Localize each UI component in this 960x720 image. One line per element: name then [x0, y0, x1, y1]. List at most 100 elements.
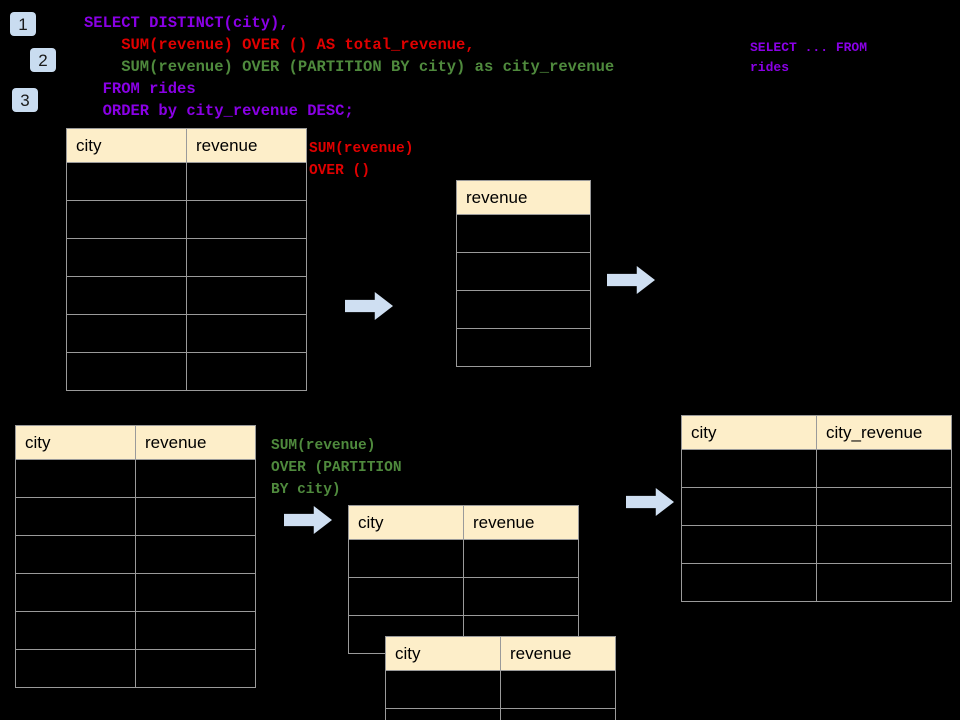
cell-city	[66, 200, 187, 239]
cell-city	[385, 670, 501, 709]
table-row	[348, 577, 579, 616]
cell-city-revenue	[816, 525, 952, 564]
sql-line-total-revenue: SUM(revenue) OVER () AS total_revenue,	[84, 36, 475, 54]
cell-city	[681, 525, 817, 564]
cell-city	[15, 611, 136, 650]
sql-line-select: SELECT DISTINCT(city),	[84, 14, 289, 32]
table-header-row: city revenue	[66, 128, 307, 163]
arrow-source-to-total	[345, 292, 393, 320]
total-revenue-table: revenue	[456, 180, 591, 367]
step-badge-3-label: 3	[20, 90, 30, 110]
cell-city	[15, 649, 136, 688]
column-header-city-revenue: city_revenue	[816, 415, 952, 450]
table-row	[15, 611, 256, 650]
step-badge-3: 3	[12, 88, 38, 112]
table-row	[385, 670, 616, 709]
cell-city	[348, 539, 464, 578]
table-row	[348, 539, 579, 578]
table-row	[385, 708, 616, 720]
column-header-revenue: revenue	[186, 128, 307, 163]
arrow-total-to-result	[607, 266, 655, 294]
step-badge-2: 2	[30, 48, 56, 72]
table-row	[15, 497, 256, 536]
column-header-revenue: revenue	[500, 636, 616, 671]
table-row	[681, 563, 952, 602]
cell-city	[66, 276, 187, 315]
table-row	[66, 314, 307, 353]
table-row	[681, 487, 952, 526]
step-badge-2-label: 2	[38, 50, 48, 70]
table-row	[66, 238, 307, 277]
cell-city-revenue	[816, 487, 952, 526]
cell-revenue	[135, 573, 256, 612]
table-row	[66, 276, 307, 315]
table-header-row: city revenue	[348, 505, 579, 540]
cell-revenue	[186, 314, 307, 353]
arrow-source-to-partition	[284, 506, 332, 534]
table-row	[15, 459, 256, 498]
step-badge-1-label: 1	[18, 14, 28, 34]
table-row	[66, 162, 307, 201]
cell-city-revenue	[816, 449, 952, 488]
cell-revenue	[186, 276, 307, 315]
sql-line-city-revenue: SUM(revenue) OVER (PARTITION BY city) as…	[84, 58, 615, 76]
cell-city	[66, 238, 187, 277]
column-header-revenue: revenue	[463, 505, 579, 540]
arrow-partition-to-result	[626, 488, 674, 516]
table-row	[15, 649, 256, 688]
column-header-city: city	[15, 425, 136, 460]
city-revenue-result-table: city city_revenue	[681, 415, 952, 602]
cell-revenue	[456, 252, 591, 291]
table-row	[15, 535, 256, 574]
column-header-city: city	[348, 505, 464, 540]
table-row	[66, 352, 307, 391]
cell-revenue	[456, 214, 591, 253]
annotation-select-from-rides: SELECT ... FROM rides	[750, 40, 868, 75]
cell-city	[15, 573, 136, 612]
cell-city	[681, 449, 817, 488]
cell-revenue	[456, 328, 591, 367]
cell-city	[681, 563, 817, 602]
column-header-city: city	[681, 415, 817, 450]
table-row	[66, 200, 307, 239]
cell-revenue	[135, 649, 256, 688]
cell-revenue	[135, 459, 256, 498]
cell-city	[15, 459, 136, 498]
cell-revenue	[186, 352, 307, 391]
cell-city	[348, 577, 464, 616]
cell-city	[66, 162, 187, 201]
sql-line-order-by: ORDER by city_revenue DESC;	[84, 102, 354, 120]
cell-city	[385, 708, 501, 720]
cell-revenue	[186, 200, 307, 239]
column-header-city: city	[385, 636, 501, 671]
cell-city	[66, 352, 187, 391]
table-header-row: city revenue	[385, 636, 616, 671]
cell-revenue	[135, 611, 256, 650]
step-badge-1: 1	[10, 12, 36, 36]
cell-revenue	[135, 497, 256, 536]
table-row	[681, 449, 952, 488]
cell-revenue	[135, 535, 256, 574]
cell-revenue	[463, 577, 579, 616]
cell-city	[681, 487, 817, 526]
rides-source-table-top: city revenue	[66, 128, 307, 391]
sql-line-from: FROM rides	[84, 80, 196, 98]
rides-source-table-bottom: city revenue	[15, 425, 256, 688]
cell-revenue	[500, 670, 616, 709]
table-header-row: city revenue	[15, 425, 256, 460]
column-header-revenue: revenue	[135, 425, 256, 460]
table-row	[456, 328, 591, 367]
table-row	[456, 290, 591, 329]
cell-city	[15, 535, 136, 574]
table-row	[456, 252, 591, 291]
annotation-sum-over-empty: SUM(revenue) OVER ()	[309, 141, 414, 179]
column-header-city: city	[66, 128, 187, 163]
cell-revenue	[186, 162, 307, 201]
table-row	[681, 525, 952, 564]
annotation-sum-over-partition: SUM(revenue) OVER (PARTITION BY city)	[271, 438, 402, 498]
table-row	[456, 214, 591, 253]
partition-group-table-a: city revenue	[348, 505, 579, 654]
table-header-row: city city_revenue	[681, 415, 952, 450]
cell-revenue	[456, 290, 591, 329]
